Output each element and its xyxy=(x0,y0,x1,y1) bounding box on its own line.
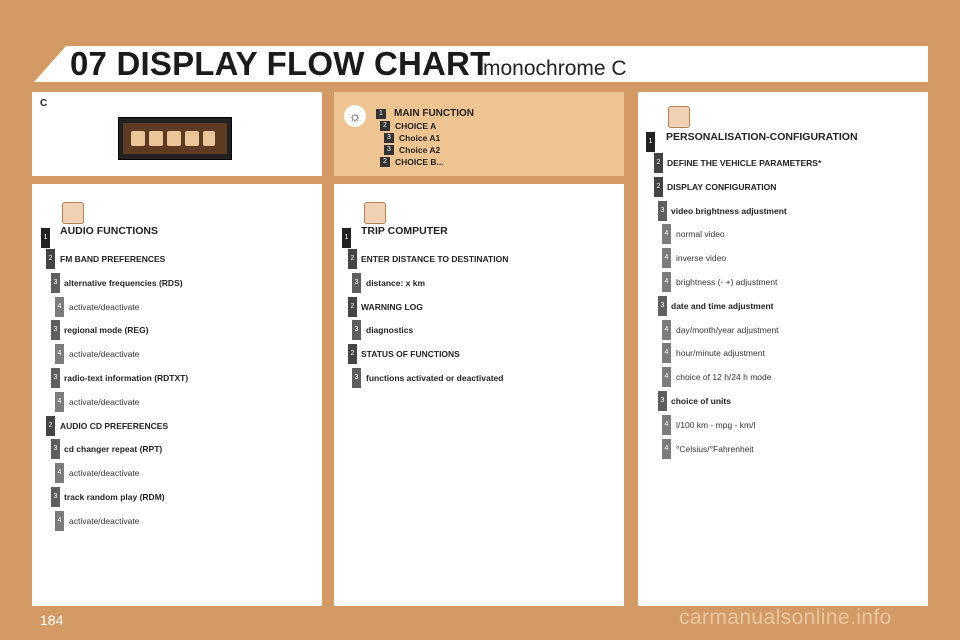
title-bar xyxy=(34,46,928,82)
level-1-badge: 1 xyxy=(342,228,351,248)
flow-item-level-4: brightness (- +) adjustment xyxy=(676,277,778,287)
level-2-badge: 2 xyxy=(380,157,390,167)
level-3-badge: 3 xyxy=(51,320,60,341)
level-4-badge: 4 xyxy=(55,391,64,412)
level-2-badge: 2 xyxy=(348,249,357,269)
flow-item-level-2: AUDIO CD PREFERENCES xyxy=(60,420,169,431)
level-1-badge: 1 xyxy=(376,109,386,119)
page-number: 184 xyxy=(40,612,64,628)
legend-choice-a2: Choice A2 xyxy=(399,145,441,155)
level-3-badge: 3 xyxy=(658,200,667,221)
flow-item-level-4: normal video xyxy=(676,229,725,240)
level-2-badge: 2 xyxy=(380,121,390,131)
multifunction-display-icon xyxy=(118,117,232,160)
level-2-badge: 2 xyxy=(654,176,663,197)
brightness-icon: ☼ xyxy=(344,105,366,127)
level-3-badge: 3 xyxy=(352,320,361,341)
level-3-badge: 3 xyxy=(352,272,361,293)
flow-item-level-4: activate/deactivate xyxy=(69,349,140,360)
watermark: carmanualsonline.info xyxy=(679,606,892,629)
settings-icon xyxy=(668,106,690,128)
flow-item-level-4: activate/deactivate xyxy=(69,301,140,312)
level-4-badge: 4 xyxy=(662,414,671,435)
level-4-badge: 4 xyxy=(55,296,64,317)
flow-item-level-3: distance: x km xyxy=(366,277,426,288)
level-3-badge: 3 xyxy=(658,295,667,316)
flow-item-level-3: diagnostics xyxy=(366,325,414,336)
flow-item-level-4: activate/deactivate xyxy=(69,468,140,479)
audio-title: AUDIO FUNCTIONS xyxy=(60,225,158,237)
flow-item-level-3: alternative frequencies (RDS) xyxy=(64,277,183,288)
level-1-badge: 1 xyxy=(41,228,50,248)
level-3-badge: 3 xyxy=(51,272,60,293)
level-3-badge: 3 xyxy=(658,391,667,411)
flow-item-level-4: inverse video xyxy=(676,253,727,264)
level-4-badge: 4 xyxy=(55,344,64,365)
flow-item-level-2: DISPLAY CONFIGURATION xyxy=(667,181,777,192)
level-2-badge: 2 xyxy=(348,344,357,365)
level-4-badge: 4 xyxy=(662,248,671,269)
legend-panel: ☼ 1 MAIN FUNCTION 2 CHOICE A 3 Choice A1… xyxy=(334,92,624,176)
personal-title: PERSONALISATION-CONFIGURATION xyxy=(666,131,858,143)
display-label: C xyxy=(40,98,48,109)
audio-icon xyxy=(62,202,84,224)
flow-item-level-2: FM BAND PREFERENCES xyxy=(60,254,166,264)
level-2-badge: 2 xyxy=(46,249,55,269)
personal-panel: 1 PERSONALISATION-CONFIGURATION 2 DEFINE … xyxy=(638,92,928,606)
flow-item-level-4: day/month/year adjustment xyxy=(676,324,779,335)
flow-item-level-4: °Celsius/°Fahrenheit xyxy=(676,443,754,454)
level-1-badge: 1 xyxy=(646,132,655,152)
flow-item-level-3: video brightness adjustment xyxy=(671,205,787,216)
level-3-badge: 3 xyxy=(51,368,60,388)
flow-item-level-3: regional mode (REG) xyxy=(64,325,149,336)
flow-item-level-4: hour/minute adjustment xyxy=(676,348,765,359)
flow-item-level-3: date and time adjustment xyxy=(671,300,774,311)
flow-item-level-3: choice of units xyxy=(671,396,731,406)
flow-item-level-2: WARNING LOG xyxy=(361,301,423,312)
trip-panel: 1 TRIP COMPUTER 2 ENTER DISTANCE TO DESTI… xyxy=(334,184,624,606)
fuel-icon xyxy=(364,202,386,224)
level-4-badge: 4 xyxy=(55,510,64,531)
level-4-badge: 4 xyxy=(662,319,671,340)
level-3-badge: 3 xyxy=(51,487,60,507)
level-4-badge: 4 xyxy=(662,224,671,245)
flow-item-level-3: cd changer repeat (RPT) xyxy=(64,444,163,455)
level-3-badge: 3 xyxy=(384,133,394,143)
flow-item-level-4: activate/deactivate xyxy=(69,396,140,407)
level-4-badge: 4 xyxy=(662,367,671,388)
page-subtitle: monochrome C xyxy=(483,57,627,80)
level-2-badge: 2 xyxy=(654,153,663,173)
flow-item-level-4: l/100 km - mpg - km/l xyxy=(676,419,756,430)
level-4-badge: 4 xyxy=(55,463,64,484)
legend-choice-a1: Choice A1 xyxy=(399,133,441,143)
level-3-badge: 3 xyxy=(384,145,394,155)
level-3-badge: 3 xyxy=(352,368,361,388)
trip-title: TRIP COMPUTER xyxy=(361,225,448,237)
page-title: 07 DISPLAY FLOW CHART xyxy=(70,45,491,82)
level-4-badge: 4 xyxy=(662,272,671,292)
legend-choice-b: CHOICE B... xyxy=(395,157,444,167)
flow-item-level-4: activate/deactivate xyxy=(69,515,140,526)
level-2-badge: 2 xyxy=(348,296,357,317)
level-4-badge: 4 xyxy=(662,438,671,459)
flow-item-level-3: track random play (RDM) xyxy=(64,492,165,502)
flow-item-level-4: choice of 12 h/24 h mode xyxy=(676,372,772,383)
level-4-badge: 4 xyxy=(662,343,671,364)
level-3-badge: 3 xyxy=(51,439,60,460)
flow-item-level-3: functions activated or deactivated xyxy=(366,373,504,383)
legend-main-function: MAIN FUNCTION xyxy=(394,108,474,119)
flow-item-level-2: ENTER DISTANCE TO DESTINATION xyxy=(361,254,509,264)
flow-item-level-2: DEFINE THE VEHICLE PARAMETERS* xyxy=(667,158,822,168)
level-2-badge: 2 xyxy=(46,415,55,436)
flow-item-level-2: STATUS OF FUNCTIONS xyxy=(361,349,460,360)
flow-item-level-3: radio-text information (RDTXT) xyxy=(64,373,189,383)
legend-choice-a: CHOICE A xyxy=(395,121,437,131)
